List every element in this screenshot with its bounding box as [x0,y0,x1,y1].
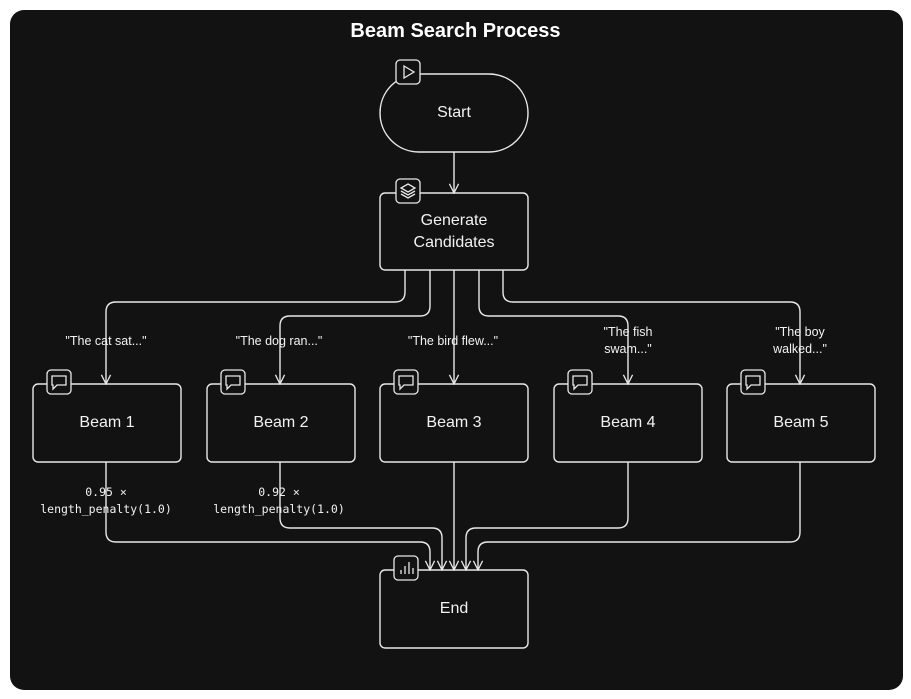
beam4-label: Beam 4 [600,414,656,431]
bar-chart-icon [393,555,419,581]
generate-label: Generate Candidates [413,211,495,251]
message-icon [46,369,72,395]
layers-icon [395,178,421,204]
beam5-label: Beam 5 [773,414,829,431]
edge-label-beam2-score: 0.92 × length_penalty(1.0) [213,485,345,516]
diagram-title: Beam Search Process [350,20,561,42]
beam3-label: Beam 3 [426,414,482,431]
beam5-node [726,383,876,463]
edge-label-beam3: "The bird flew..." [407,334,499,348]
start-label: Start [437,104,471,121]
edge-beam2-end [279,462,442,570]
edge-generate-beam5 [502,270,800,384]
message-icon [393,369,419,395]
edge-beam4-end [466,462,629,570]
beam1-label: Beam 1 [79,414,135,431]
beam3-node [379,383,529,463]
diagram-canvas [10,10,903,690]
beam1-node [32,383,182,463]
edge-generate-beam1 [106,270,406,384]
edge-label-beam2: "The dog ran..." [235,334,323,348]
edge-generate-beam4 [478,270,628,384]
beam4-node [553,383,703,463]
edge-label-beam1: "The cat sat..." [65,334,147,348]
edge-generate-beam2 [280,270,431,384]
edge-beam5-end [478,462,801,570]
end-node [379,569,529,649]
message-icon [220,369,246,395]
play-icon [395,59,421,85]
edge-label-beam4: "The fish swam..." [603,325,653,356]
message-icon [740,369,766,395]
beam2-node [206,383,356,463]
end-label: End [439,600,469,617]
edge-beam1-end [105,462,430,570]
edge-label-beam5: "The boy walked..." [773,325,827,356]
edge-label-beam1-score: 0.95 × length_penalty(1.0) [40,485,172,516]
generate-node [379,192,529,271]
start-node [379,73,529,153]
message-icon [567,369,593,395]
beam2-label: Beam 2 [253,414,309,431]
